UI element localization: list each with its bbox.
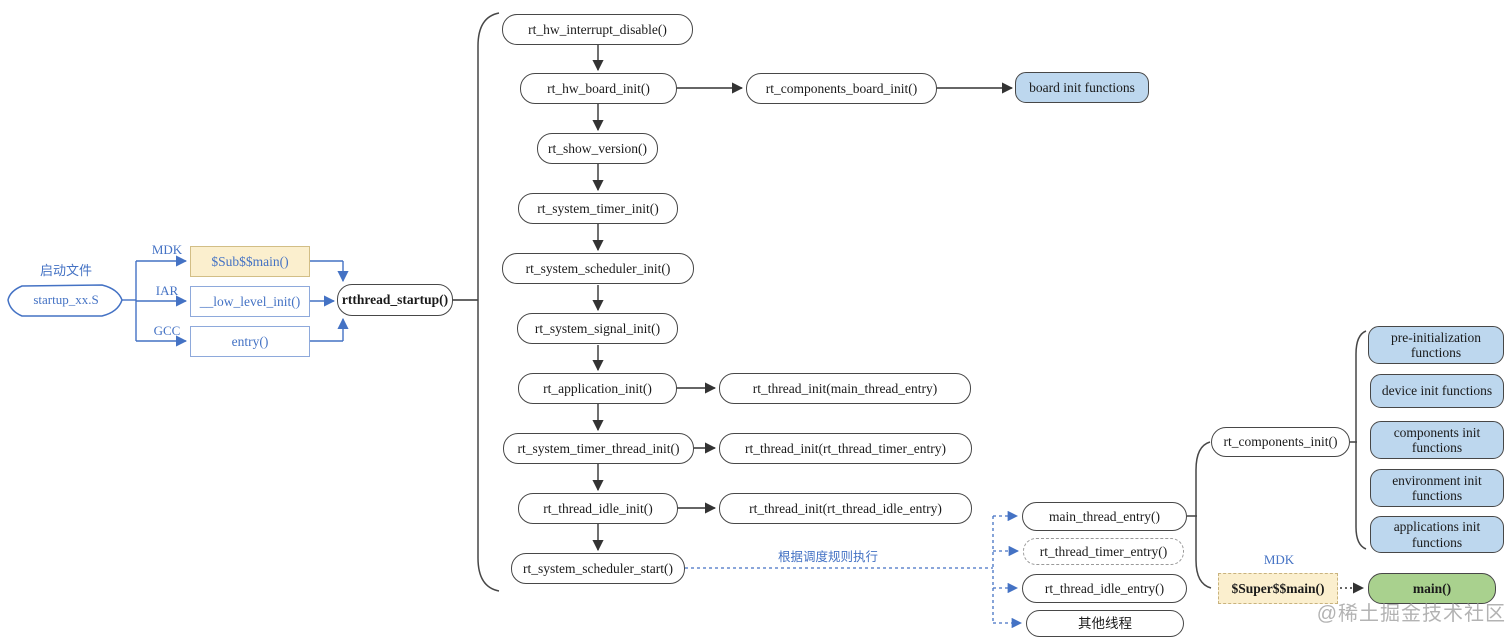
node-components-init-functions: components init functions [1370,421,1504,459]
node-rt-system-scheduler-init: rt_system_scheduler_init() [502,253,694,284]
grouping-braces [477,12,1367,592]
node-rt-thread-idle-init: rt_thread_idle_init() [518,493,678,524]
node-rt-thread-init-main: rt_thread_init(main_thread_entry) [719,373,971,404]
node-sub-main: $Sub$$main() [190,246,310,277]
node-rt-components-board-init: rt_components_board_init() [746,73,937,104]
node-super-main: $Super$$main() [1218,573,1338,604]
node-rtthread-startup: rtthread_startup() [337,284,453,316]
node-rt-system-signal-init: rt_system_signal_init() [517,313,678,344]
startup-sequence-brace [477,12,500,592]
node-rt-thread-init-idle: rt_thread_init(rt_thread_idle_entry) [719,493,972,524]
node-rt-system-timer-init: rt_system_timer_init() [518,193,678,224]
startup-file-caption: 启动文件 [39,262,92,278]
node-device-init-functions: device init functions [1370,374,1504,408]
node-rt-thread-init-timer: rt_thread_init(rt_thread_timer_entry) [719,433,972,464]
components-init-brace [1355,330,1367,550]
node-rt-application-init: rt_application_init() [518,373,677,404]
schedule-rule-label: 根据调度规则执行 [777,549,878,564]
scheduler-dashed-connectors [685,510,1023,629]
left-cluster-connectors [122,255,349,347]
node-rt-components-init: rt_components_init() [1211,427,1350,457]
node-main: main() [1368,573,1496,604]
watermark: @稀土掘金技术社区 [1316,603,1506,626]
node-pre-initialization-functions: pre-initialization functions [1368,326,1504,364]
node-other-threads: 其他线程 [1026,610,1184,637]
node-rt-system-scheduler-start: rt_system_scheduler_start() [511,553,685,584]
node-rt-system-timer-thread-init: rt_system_timer_thread_init() [503,433,694,464]
main-chain-connectors [452,45,1357,552]
compiler-label-iar: IAR [155,282,179,298]
node-rt-show-version: rt_show_version() [537,133,658,164]
node-entry: entry() [190,326,310,357]
node-rt-thread-timer-entry: rt_thread_timer_entry() [1023,538,1184,565]
node-rt-thread-idle-entry: rt_thread_idle_entry() [1022,574,1187,603]
compiler-label-gcc: GCC [153,322,181,338]
compiler-label-mdk: MDK [151,241,183,257]
node-applications-init-functions: applications init functions [1370,516,1504,553]
compiler-label-mdk-bottom: MDK [1263,551,1295,567]
node-rt-hw-board-init: rt_hw_board_init() [520,73,677,104]
node-board-init-functions: board init functions [1015,72,1149,103]
node-environment-init-functions: environment init functions [1370,469,1504,507]
node-rt-hw-interrupt-disable: rt_hw_interrupt_disable() [502,14,693,45]
node-low-level-init: __low_level_init() [190,286,310,317]
main-thread-brace [1195,441,1212,589]
node-startup-xx-s: startup_xx.S [33,291,99,307]
node-main-thread-entry: main_thread_entry() [1022,502,1187,531]
